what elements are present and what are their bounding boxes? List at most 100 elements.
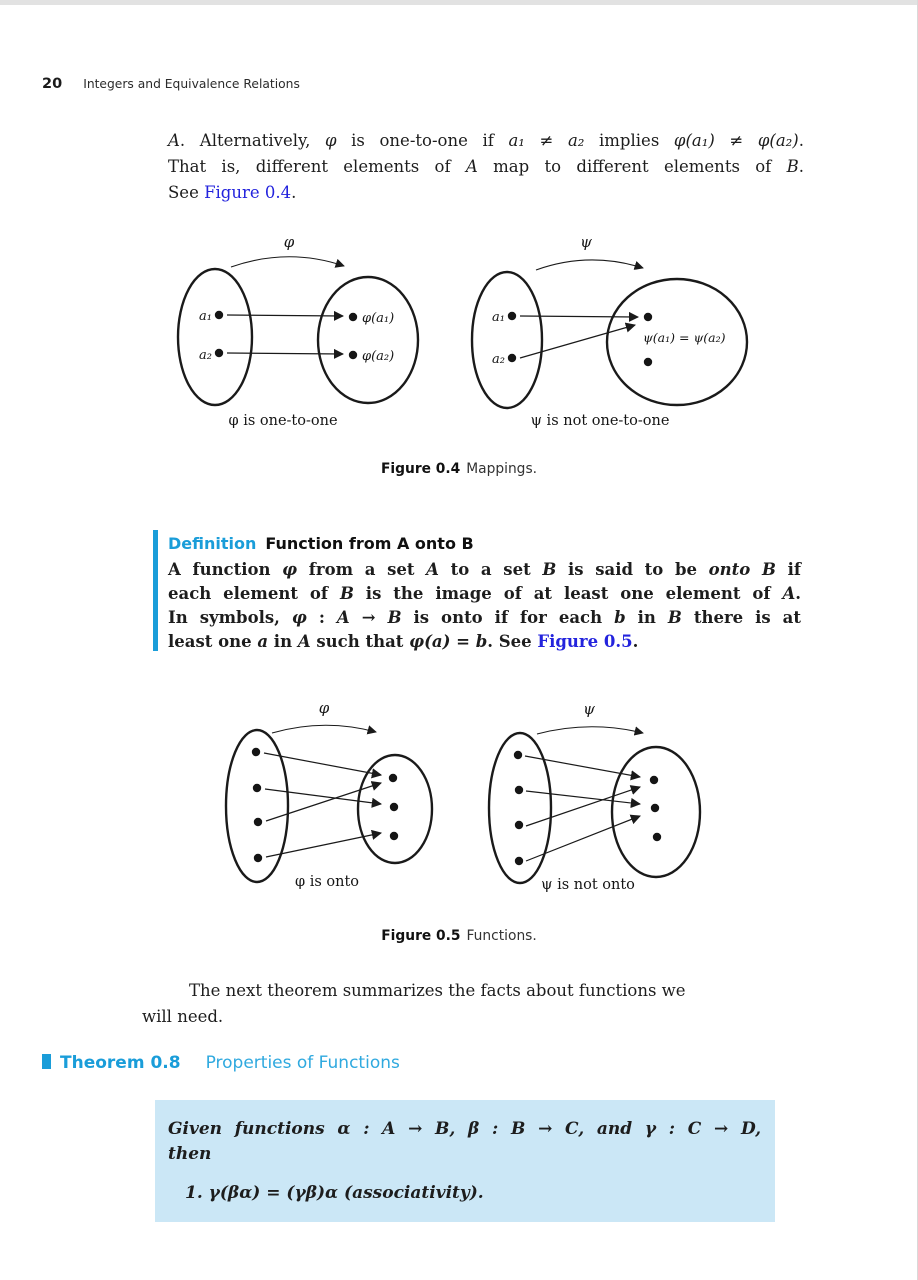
text-segment: B xyxy=(542,560,557,579)
codomain-ellipse xyxy=(605,277,749,407)
figure-caption-text: Functions. xyxy=(466,928,537,944)
psi-map-arrow xyxy=(535,259,644,271)
text-segment: A xyxy=(168,131,180,150)
figure-04-link[interactable]: Figure 0.4 xyxy=(204,183,292,202)
psi-map-arrow xyxy=(536,726,644,736)
element-dot xyxy=(253,853,263,863)
text-segment: such that xyxy=(310,632,410,651)
text-segment: → xyxy=(349,608,388,627)
element-dot xyxy=(388,773,398,783)
theorem-item-1: 1. γ(βα) = (γβ)α (associativity). xyxy=(185,1183,484,1203)
element-dot xyxy=(389,802,399,812)
element-dot xyxy=(389,831,399,841)
text-segment: a xyxy=(257,632,269,651)
psi-label: ψ xyxy=(583,700,595,718)
domain-ellipse xyxy=(470,270,544,410)
not-one-to-one-diagram: ψ a₁ a₂ ψ(a₁) = ψ(a₂) ψ is not one-to-on… xyxy=(470,233,749,429)
text-segment: B xyxy=(387,608,402,627)
phi-a2-label: φ(a₂) xyxy=(362,349,394,364)
text-segment: map to different elements of xyxy=(477,157,787,176)
theorem-label: Theorem 0.8 xyxy=(60,1053,181,1073)
text-segment: . xyxy=(632,632,639,651)
figure-05-link[interactable]: Figure 0.5 xyxy=(537,632,633,651)
psi-label: ψ xyxy=(580,233,592,251)
not-onto-caption: ψ is not onto xyxy=(541,877,635,893)
mapping-arrow xyxy=(263,752,383,779)
paragraph-line: will need. xyxy=(142,1007,224,1026)
text-segment: is one-to-one if xyxy=(336,131,509,150)
text-segment: φ(a₁) xyxy=(673,131,715,150)
paragraph-line: The next theorem summarizes the facts ab… xyxy=(189,981,686,1000)
text-segment: φ(a) = b xyxy=(409,632,488,651)
domain-ellipse xyxy=(176,267,254,407)
text-segment: A xyxy=(465,157,478,176)
text-segment: φ(a₂) xyxy=(757,131,799,150)
a2-label: a₂ xyxy=(492,352,505,367)
figure-0-5-caption: Figure 0.5 Functions. xyxy=(0,928,917,944)
text-segment: See xyxy=(168,183,205,202)
element-dot xyxy=(649,775,659,785)
text-segment: B xyxy=(339,584,354,603)
not-one-to-one-caption: ψ is not one-to-one xyxy=(531,413,670,429)
text-segment: B xyxy=(667,608,682,627)
element-dot xyxy=(513,750,523,760)
text-segment: if xyxy=(775,560,801,579)
text-segment: . Alternatively, xyxy=(179,131,325,150)
element-dot xyxy=(650,803,660,813)
text-segment: in xyxy=(625,608,668,627)
text-segment: in xyxy=(268,632,298,651)
text-segment: from a set xyxy=(297,560,427,579)
text-segment: B xyxy=(786,157,799,176)
phi-a1-label: φ(a₁) xyxy=(362,311,394,326)
text-segment: . See xyxy=(487,632,538,651)
text-segment: A xyxy=(297,632,311,651)
domain-ellipse xyxy=(487,731,553,885)
figure-0-4-diagram: φ a₁ a₂ φ(a₁) φ(a₂) φ is one-to-one ψ a₁ xyxy=(176,233,749,429)
psi-equality-label: ψ(a₁) = ψ(a₂) xyxy=(643,330,726,345)
intro-paragraph: A. Alternatively, φ is one-to-one if a₁ … xyxy=(168,128,804,206)
mapping-arrow xyxy=(226,348,345,360)
mapping-arrow xyxy=(519,311,640,323)
definition-title: Function from A onto B xyxy=(265,534,474,553)
not-onto-diagram: ψ ψ is not onto xyxy=(487,700,702,893)
mapping-arrow xyxy=(525,814,641,862)
text-segment: b xyxy=(614,608,626,627)
theorem-line: Given functions α : A → B, β : B → C, an… xyxy=(168,1119,761,1139)
one-to-one-caption: φ is one-to-one xyxy=(228,413,337,429)
element-dot xyxy=(252,783,262,793)
a1-label: a₁ xyxy=(199,309,212,324)
text-segment: is onto if for each xyxy=(401,608,615,627)
phi-map-arrow xyxy=(271,724,377,735)
element-dot xyxy=(643,357,653,367)
mapping-arrow xyxy=(525,790,642,809)
text-segment: is said to be xyxy=(556,560,709,579)
element-dot xyxy=(507,311,517,321)
element-dot xyxy=(348,350,358,360)
text-segment: . xyxy=(795,584,801,603)
text-segment: least one xyxy=(168,632,258,651)
phi-map-arrow xyxy=(230,256,345,268)
page-top-edge xyxy=(0,0,917,5)
definition-line: In symbols, φ : A → B is onto if for eac… xyxy=(168,606,801,630)
definition-label: Definition xyxy=(168,534,257,553)
definition-body: A function φ from a set A to a set B is … xyxy=(168,558,801,654)
phi-label: φ xyxy=(319,699,330,717)
paragraph-line: A. Alternatively, φ is one-to-one if a₁ … xyxy=(168,128,804,154)
theorem-marker-icon xyxy=(42,1054,51,1069)
text-segment: is the image of at least one element of xyxy=(353,584,783,603)
mapping-arrow xyxy=(525,785,641,827)
text-segment: φ xyxy=(282,560,298,579)
element-dot xyxy=(514,820,524,830)
mapping-arrow xyxy=(226,310,345,322)
mapping-arrow xyxy=(265,781,382,822)
codomain-ellipse xyxy=(316,275,420,405)
figure-caption-label: Figure 0.5 xyxy=(381,928,461,944)
text-segment: φ xyxy=(324,131,337,150)
mapping-arrow xyxy=(265,829,382,858)
figure-0-5-diagram: φ φ is onto ψ xyxy=(224,699,702,893)
element-dot xyxy=(507,353,517,363)
text-segment: ≠ xyxy=(714,131,758,150)
